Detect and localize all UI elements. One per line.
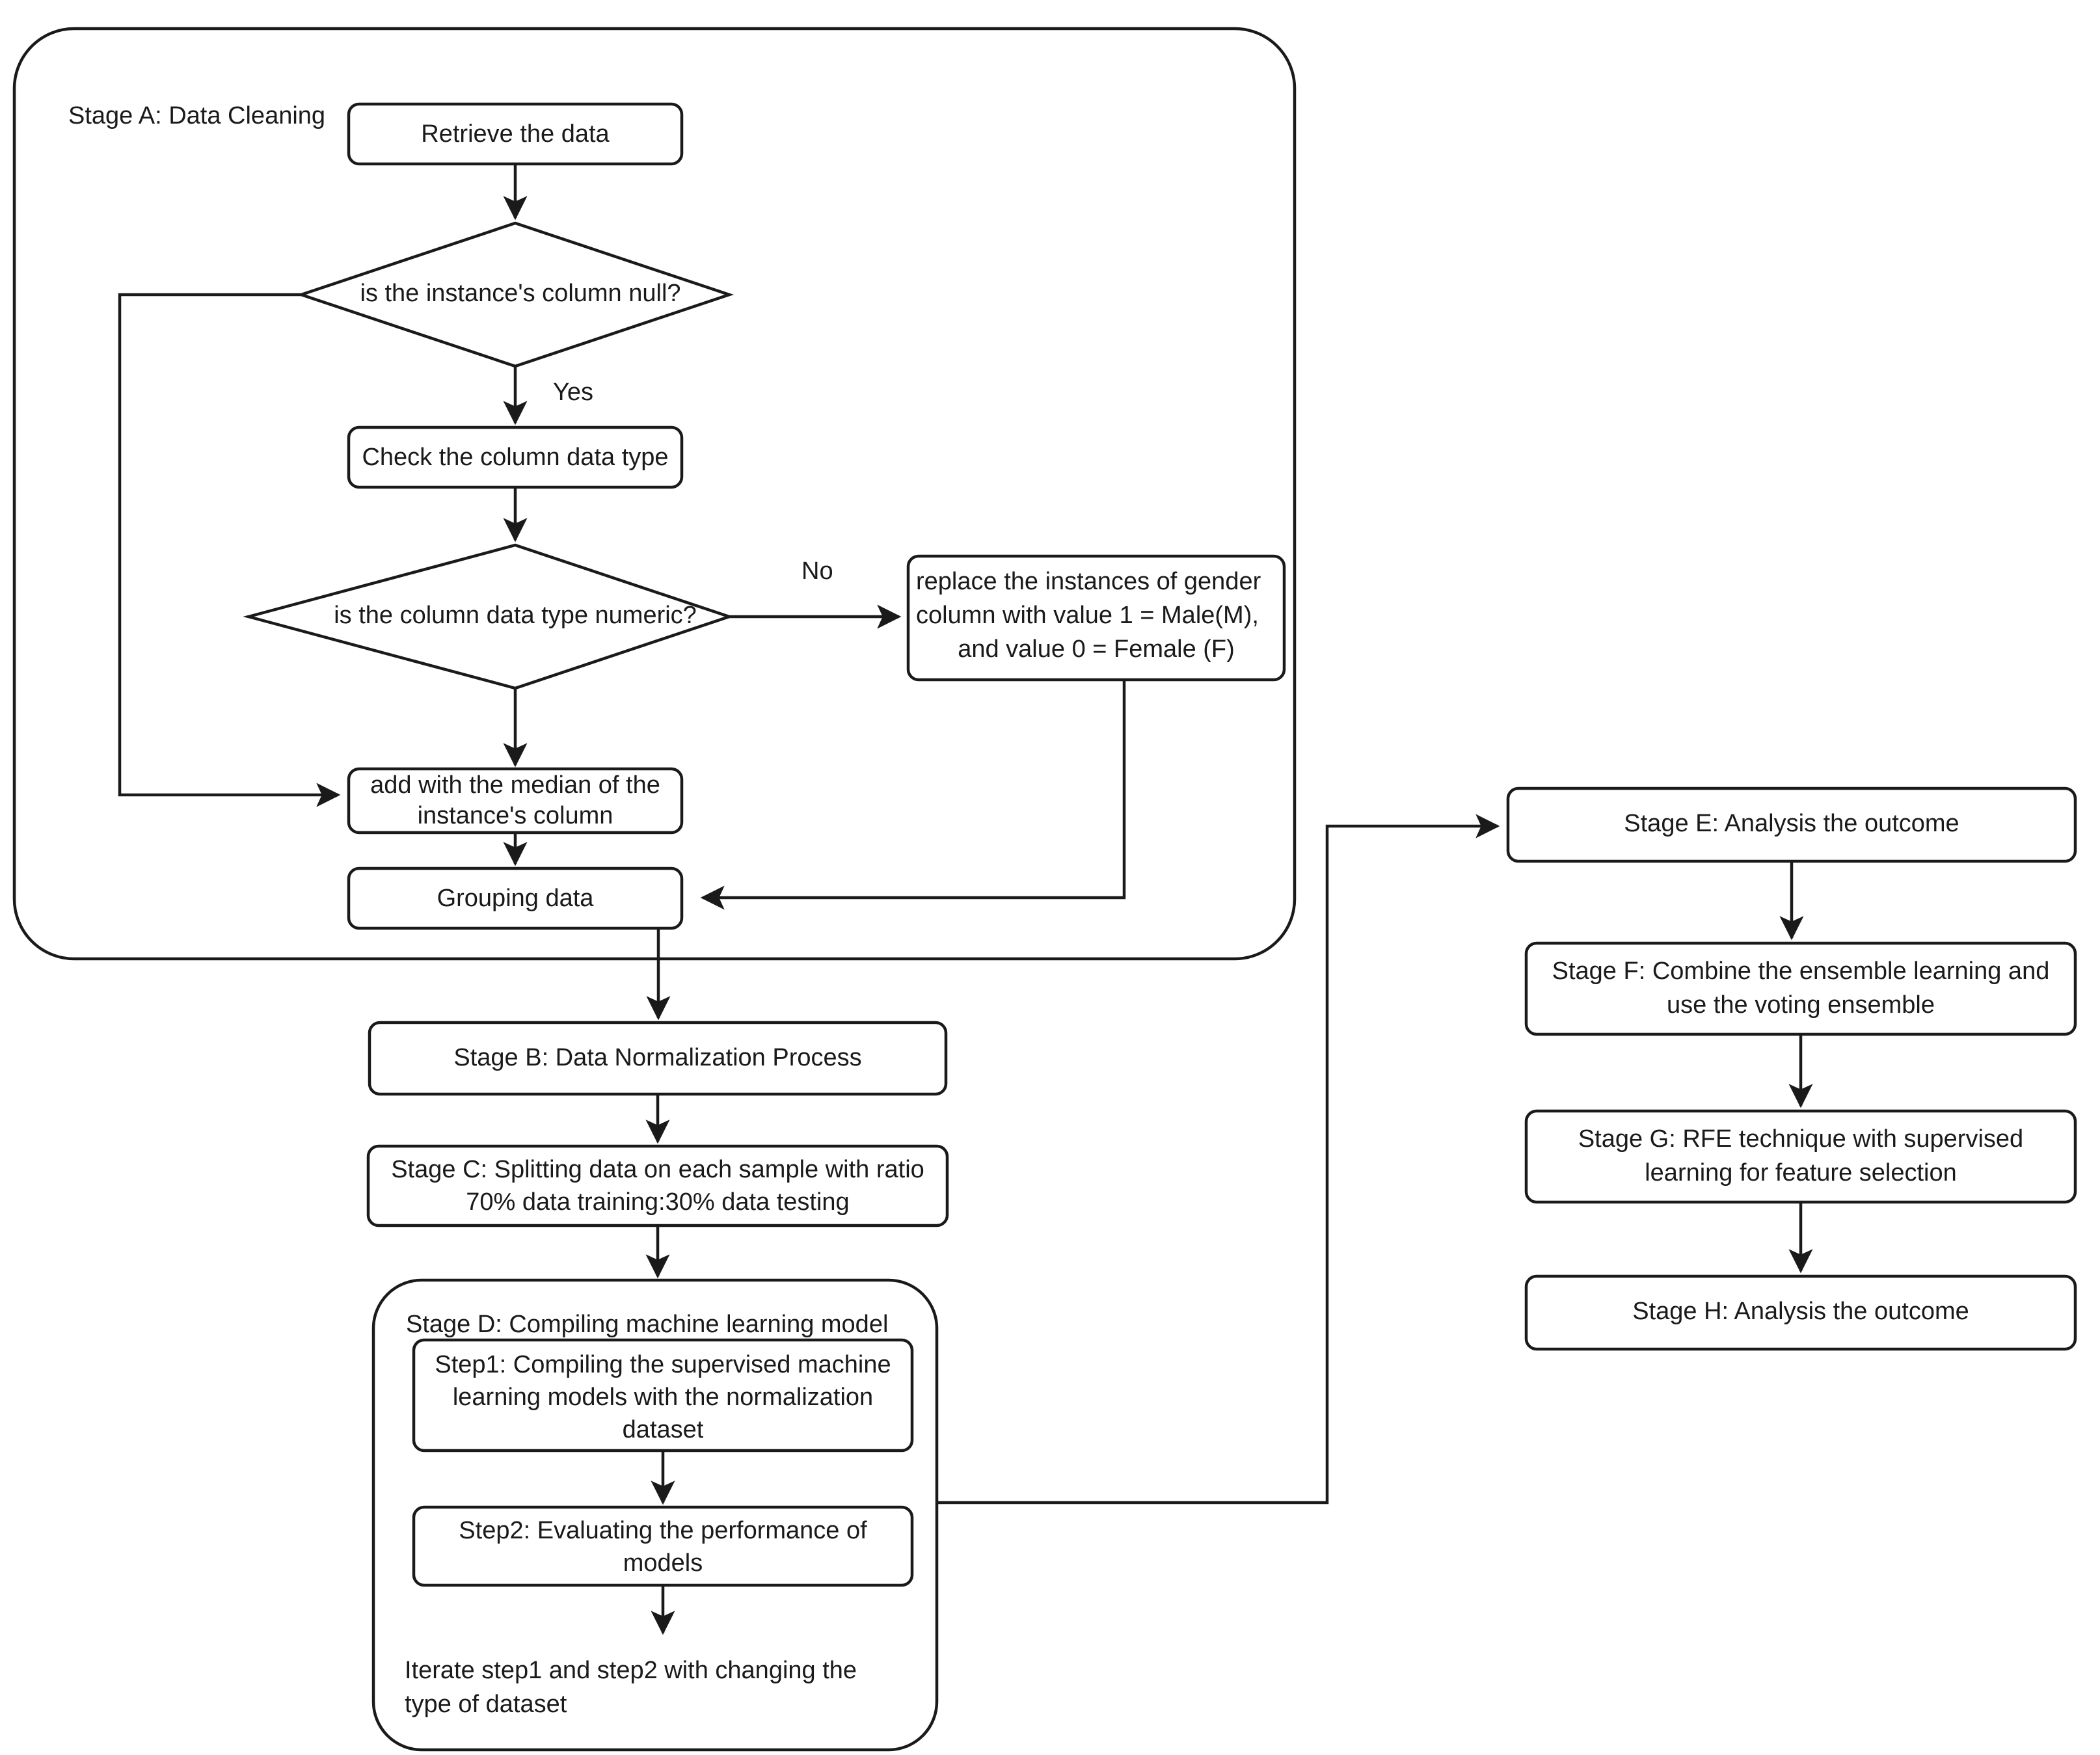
node-stage-f-line1: Stage F: Combine the ensemble learning a… bbox=[1552, 958, 2050, 985]
node-stage-f[interactable] bbox=[1524, 941, 2077, 1036]
node-stage-h-label: Stage H: Analysis the outcome bbox=[1632, 1298, 1969, 1325]
decision-column-data-type-numeric-label: is the column data type numeric? bbox=[334, 602, 697, 629]
edge-stage-d-to-stage-e bbox=[937, 814, 1500, 1505]
group-stage-a bbox=[12, 27, 1297, 961]
node-stage-c-line2: 70% data training:30% data testing bbox=[466, 1188, 849, 1216]
node-stage-c-line1: Stage C: Splitting data on each sample w… bbox=[391, 1156, 924, 1183]
node-retrieve-the-data-label: Retrieve the data bbox=[421, 120, 610, 148]
edge-replace-gender-to-grouping bbox=[700, 680, 1126, 910]
group-stage-a-label: Stage A: Data Cleaning bbox=[68, 102, 325, 129]
decision-instance-column-null-label: is the instance's column null? bbox=[360, 280, 680, 307]
node-step1-line3: dataset bbox=[623, 1416, 704, 1443]
node-step2-line2: models bbox=[623, 1549, 703, 1577]
node-replace-gender-values-line2: column with value 1 = Male(M), bbox=[916, 602, 1259, 629]
edge-label-yes: Yes bbox=[553, 379, 593, 406]
node-stage-g-line1: Stage G: RFE technique with supervised bbox=[1578, 1125, 2023, 1153]
node-stage-h[interactable] bbox=[1524, 1274, 2077, 1351]
edge-label-no: No bbox=[801, 557, 833, 585]
edge-null-check-no-loop bbox=[118, 293, 341, 807]
node-replace-gender-values-line1: replace the instances of gender bbox=[916, 568, 1261, 595]
group-stage-d-label: Stage D: Compiling machine learning mode… bbox=[406, 1311, 888, 1338]
node-add-median-line2: instance's column bbox=[418, 802, 613, 829]
node-stage-e-label: Stage E: Analysis the outcome bbox=[1624, 810, 1959, 837]
group-stage-d bbox=[371, 1278, 939, 1752]
node-stage-f-line2: use the voting ensemble bbox=[1667, 991, 1935, 1019]
node-iterate-line2: type of dataset bbox=[405, 1691, 567, 1718]
node-step1-line1: Step1: Compiling the supervised machine bbox=[435, 1351, 891, 1378]
node-stage-g-line2: learning for feature selection bbox=[1645, 1159, 1957, 1186]
node-stage-g[interactable] bbox=[1524, 1109, 2077, 1204]
node-replace-gender-values-line3: and value 0 = Female (F) bbox=[958, 636, 1235, 663]
node-replace-gender-values[interactable] bbox=[906, 554, 1286, 682]
node-iterate-line1: Iterate step1 and step2 with changing th… bbox=[405, 1657, 857, 1684]
node-grouping-data-label: Grouping data bbox=[437, 885, 595, 912]
node-grouping-data[interactable] bbox=[347, 866, 684, 930]
node-stage-b-label: Stage B: Data Normalization Process bbox=[453, 1044, 861, 1071]
node-add-median-line1: add with the median of the bbox=[370, 771, 660, 799]
node-step2-line1: Step2: Evaluating the performance of bbox=[459, 1517, 867, 1544]
node-check-column-data-type-label: Check the column data type bbox=[362, 444, 668, 471]
node-step1-line2: learning models with the normalization bbox=[453, 1384, 873, 1411]
